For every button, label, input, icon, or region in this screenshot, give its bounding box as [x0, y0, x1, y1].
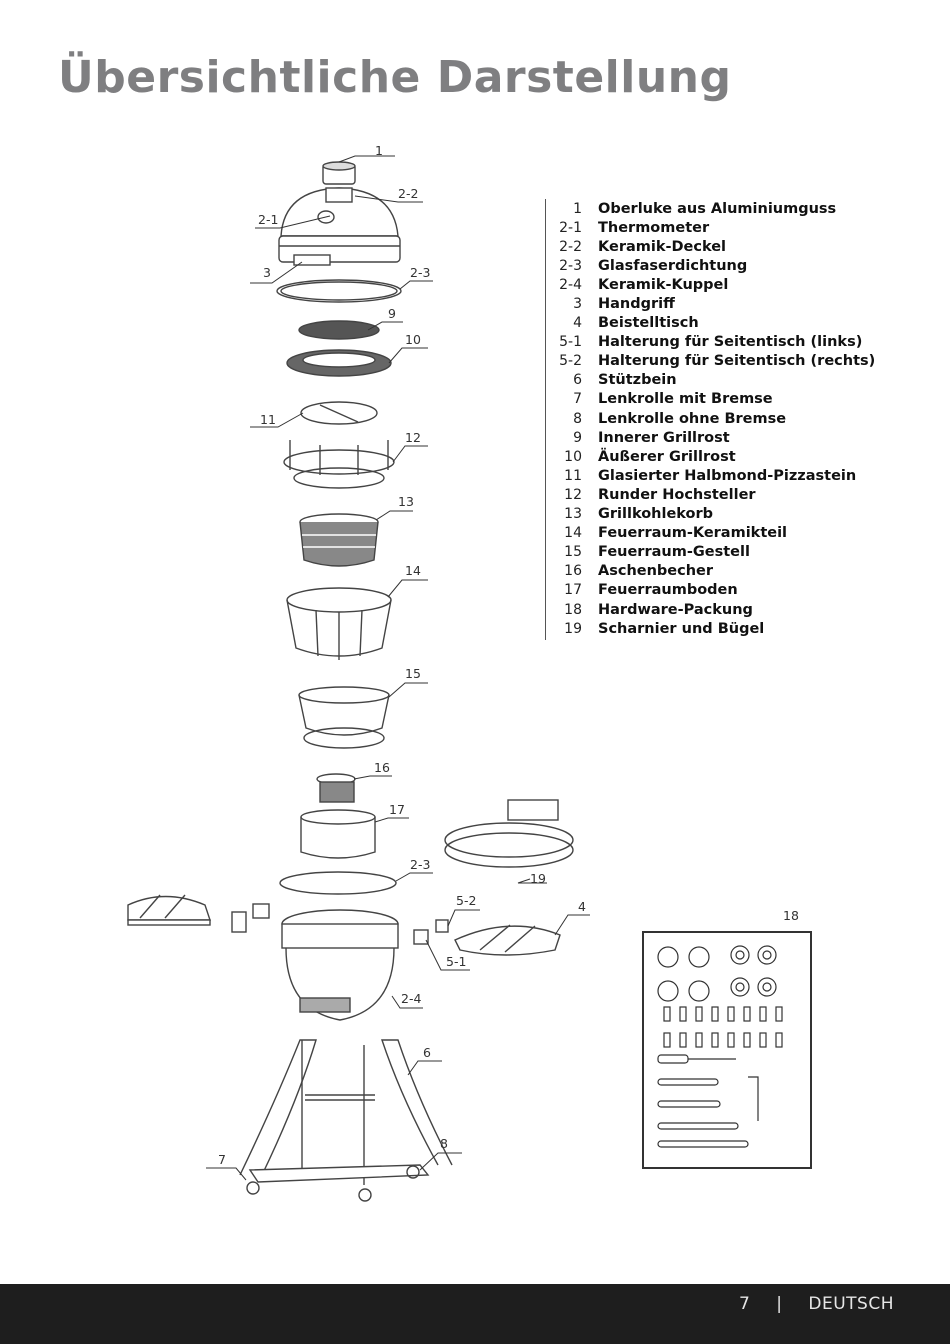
callout-5-1: 5-1: [446, 954, 466, 969]
callout-13: 13: [398, 494, 414, 509]
callout-8: 8: [440, 1136, 448, 1151]
hardware-pack-illustration: [657, 945, 783, 1148]
callout-2-3-top: 2-3: [410, 265, 430, 280]
callout-2-1: 2-1: [258, 212, 278, 227]
callout-11: 11: [260, 412, 276, 427]
callout-3: 3: [263, 265, 271, 280]
firebox-frame-part: [298, 686, 390, 749]
gasket-part-bottom: [279, 871, 397, 895]
callout-17: 17: [389, 802, 405, 817]
callout-4: 4: [578, 899, 586, 914]
callout-7: 7: [218, 1152, 226, 1167]
callout-2-2: 2-2: [398, 186, 418, 201]
gasket-part-top: [276, 279, 402, 303]
callout-10: 10: [405, 332, 421, 347]
top-vent-part: [322, 161, 356, 185]
firebox-part: [286, 587, 392, 660]
callout-12: 12: [405, 430, 421, 445]
callout-2-4: 2-4: [401, 991, 421, 1006]
lid-part: [278, 187, 401, 266]
callout-9: 9: [388, 306, 396, 321]
language-label: DEUTSCH: [808, 1294, 894, 1314]
page-title: Übersichtliche Darstellung: [58, 52, 732, 103]
callout-15: 15: [405, 666, 421, 681]
ash-tray-part: [316, 773, 356, 803]
callout-18: 18: [783, 908, 799, 923]
callout-1: 1: [375, 143, 383, 158]
inner-grill-part: [298, 320, 380, 340]
callout-19: 19: [530, 871, 546, 886]
callout-16: 16: [374, 760, 390, 775]
callout-6: 6: [423, 1045, 431, 1060]
stand-part: [239, 1039, 453, 1202]
side-table-right-part: [454, 924, 561, 956]
firebox-bottom-part: [300, 809, 376, 859]
page-footer: [0, 1284, 950, 1344]
charcoal-basket-part: [299, 513, 379, 567]
callout-5-2: 5-2: [456, 893, 476, 908]
hardware-pack-box: [642, 931, 812, 1169]
callout-2-3-bottom: 2-3: [410, 857, 430, 872]
footer-separator: |: [776, 1294, 783, 1314]
base-dome-part: [281, 909, 399, 1021]
riser-part: [283, 440, 395, 489]
hinge-band-part: [444, 799, 574, 868]
footer-text: 7 | DEUTSCH: [739, 1294, 894, 1314]
page-number: 7: [739, 1294, 751, 1314]
side-table-left-part: [127, 894, 270, 933]
callout-14: 14: [405, 563, 421, 578]
